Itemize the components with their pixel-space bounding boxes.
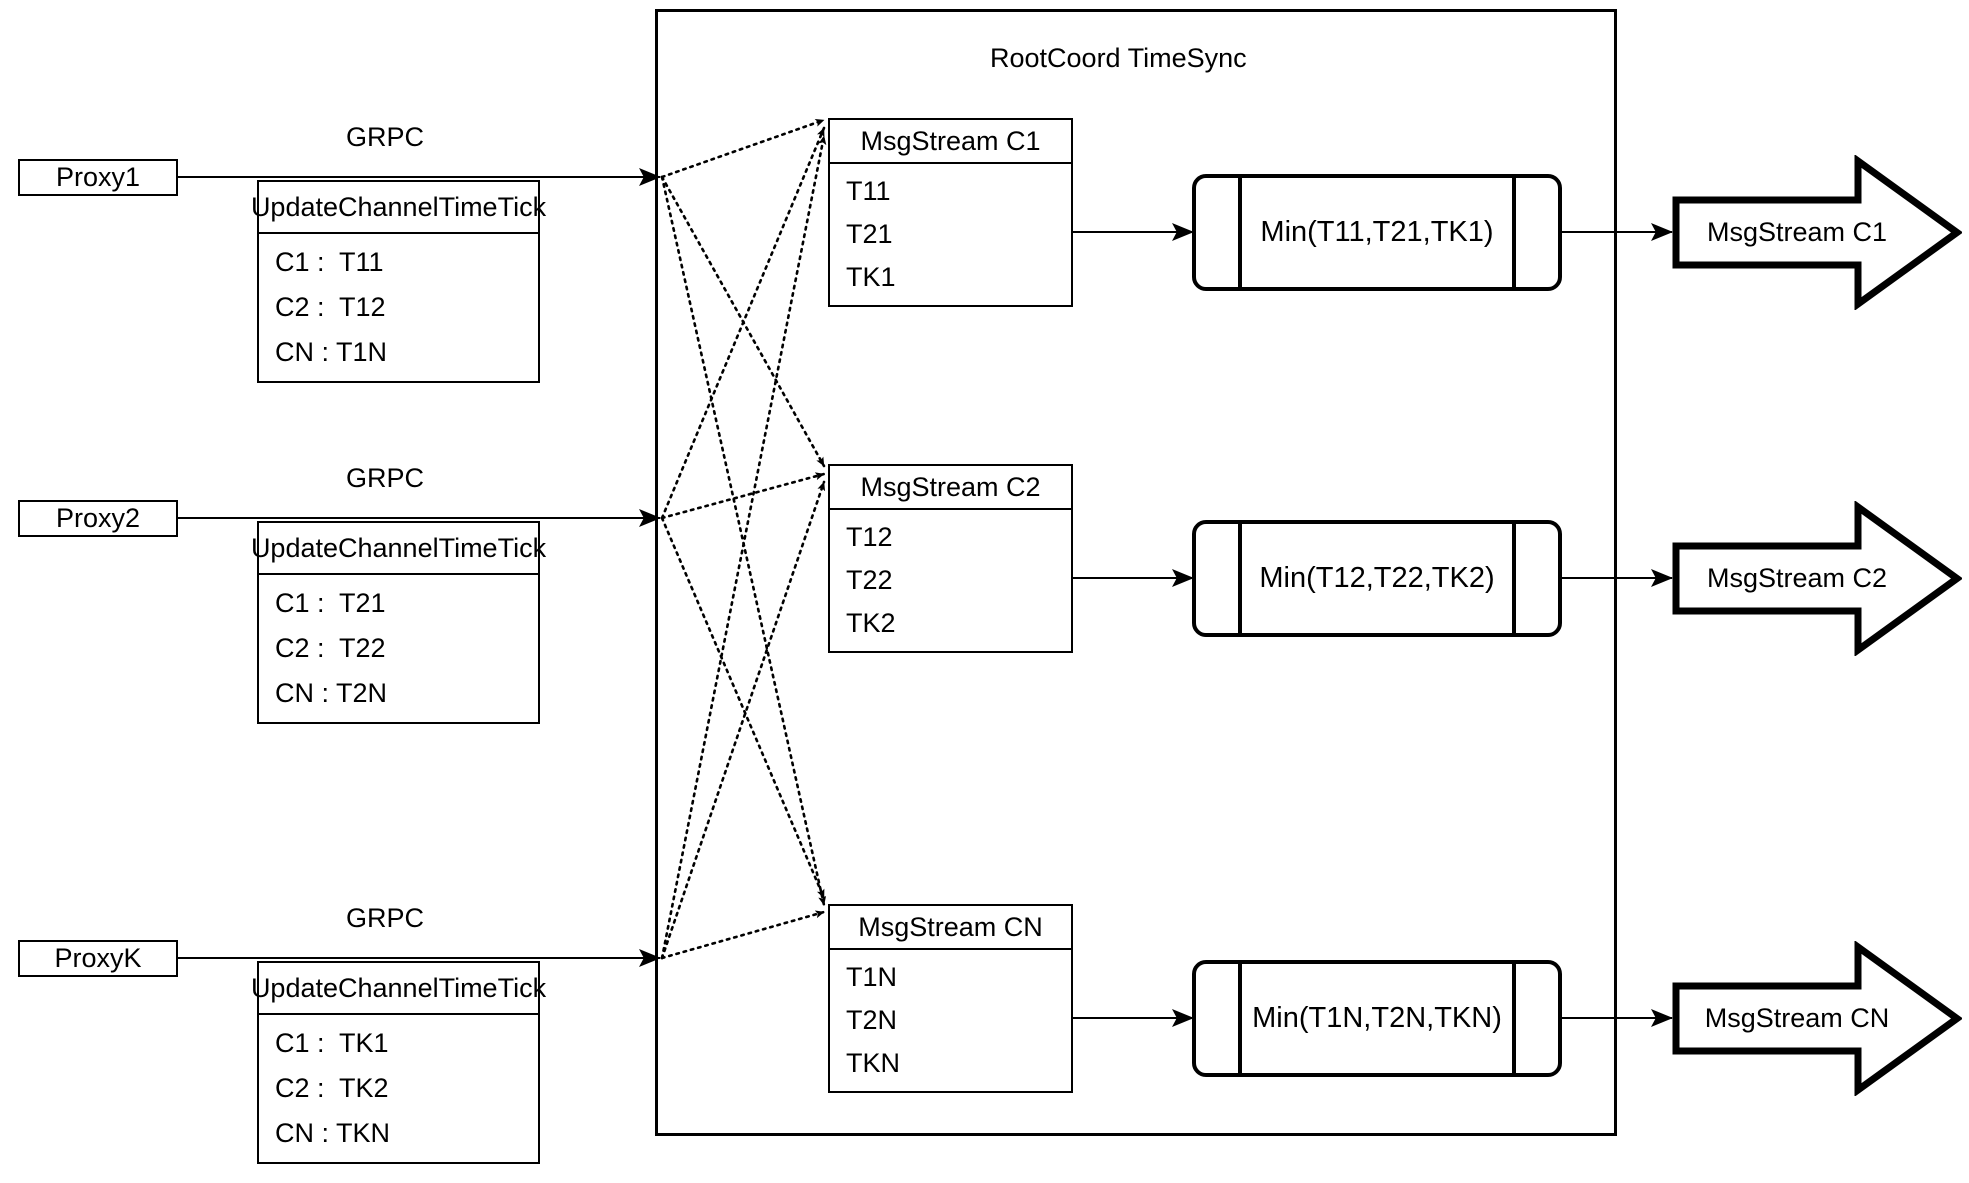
rpc-rows: C1 : TK1 C2 : TK2 CN : TKN — [259, 1015, 538, 1162]
msgstream-row: TK2 — [846, 608, 896, 638]
min-right-divider — [1512, 524, 1558, 633]
min-label: Min(T11,T21,TK1) — [1260, 216, 1494, 248]
update-channel-timetick-box-1[interactable]: UpdateChannelTimeTick C1 : T11 C2 : T12 … — [251, 180, 546, 383]
proxy-box-k[interactable]: ProxyK — [18, 940, 178, 977]
rpc-row: CN : TKN — [275, 1118, 391, 1148]
block-arrow-shape — [1672, 155, 1962, 310]
rpc-header: UpdateChannelTimeTick — [251, 523, 546, 575]
proxy-box-1[interactable]: Proxy1 — [18, 159, 178, 196]
update-channel-timetick-box-k[interactable]: UpdateChannelTimeTick C1 : TK1 C2 : TK2 … — [251, 961, 546, 1164]
msgstream-box-c2[interactable]: MsgStream C2 T12 T22 TK2 — [828, 464, 1073, 653]
msgstream-row: T2N — [846, 1005, 898, 1035]
grpc-label-1: GRPC — [346, 122, 425, 152]
proxy-label: ProxyK — [54, 943, 142, 973]
update-channel-timetick-box-2[interactable]: UpdateChannelTimeTick C1 : T21 C2 : T22 … — [251, 521, 546, 724]
proxy-label: Proxy2 — [55, 503, 141, 533]
msgstream-row: TK1 — [846, 262, 896, 292]
rootcoord-timesync-title: RootCoord TimeSync — [990, 43, 1247, 73]
block-arrow-shape — [1672, 941, 1962, 1096]
min-right-divider — [1512, 178, 1558, 287]
rpc-header: UpdateChannelTimeTick — [251, 182, 546, 234]
min-box-c2[interactable]: Min(T12,T22,TK2) — [1192, 520, 1562, 637]
proxy-box-2[interactable]: Proxy2 — [18, 500, 178, 537]
block-arrow-shape — [1672, 501, 1962, 656]
msgstream-row: T22 — [846, 565, 893, 595]
msgstream-rows: T11 T21 TK1 — [830, 164, 1071, 305]
msgstream-row: T1N — [846, 962, 898, 992]
min-label: Min(T12,T22,TK2) — [1259, 562, 1495, 594]
msgstream-title: MsgStream CN — [830, 906, 1071, 950]
min-label: Min(T1N,T2N,TKN) — [1252, 1002, 1502, 1034]
grpc-label-2: GRPC — [346, 463, 425, 493]
output-block-arrow-cn[interactable]: MsgStream CN — [1672, 941, 1962, 1096]
msgstream-row: T11 — [846, 176, 891, 206]
output-block-arrow-c2[interactable]: MsgStream C2 — [1672, 501, 1962, 656]
rpc-row: C1 : T11 — [275, 247, 384, 277]
msgstream-rows: T1N T2N TKN — [830, 950, 1071, 1091]
rpc-row: C2 : T22 — [275, 633, 386, 663]
rpc-row: CN : T2N — [275, 678, 388, 708]
msgstream-title: MsgStream C1 — [830, 120, 1071, 164]
grpc-label-k: GRPC — [346, 903, 425, 933]
proxy-label: Proxy1 — [55, 162, 141, 192]
rpc-row: C2 : TK2 — [275, 1073, 389, 1103]
output-block-arrow-c1[interactable]: MsgStream C1 — [1672, 155, 1962, 310]
rpc-row: C1 : TK1 — [275, 1028, 389, 1058]
rootcoord-timesync-container — [655, 9, 1617, 1136]
msgstream-box-c1[interactable]: MsgStream C1 T11 T21 TK1 — [828, 118, 1073, 307]
rpc-row: CN : T1N — [275, 337, 388, 367]
min-box-cn[interactable]: Min(T1N,T2N,TKN) — [1192, 960, 1562, 1077]
rpc-header: UpdateChannelTimeTick — [251, 963, 546, 1015]
msgstream-box-cn[interactable]: MsgStream CN T1N T2N TKN — [828, 904, 1073, 1093]
rpc-rows: C1 : T21 C2 : T22 CN : T2N — [259, 575, 538, 722]
rpc-rows: C1 : T11 C2 : T12 CN : T1N — [259, 234, 538, 381]
min-left-divider — [1196, 964, 1242, 1073]
rpc-row: C1 : T21 — [275, 588, 386, 618]
min-box-c1[interactable]: Min(T11,T21,TK1) — [1192, 174, 1562, 291]
min-left-divider — [1196, 178, 1242, 287]
msgstream-row: T21 — [846, 219, 893, 249]
min-left-divider — [1196, 524, 1242, 633]
min-right-divider — [1512, 964, 1558, 1073]
msgstream-row: T12 — [846, 522, 893, 552]
msgstream-title: MsgStream C2 — [830, 466, 1071, 510]
rpc-row: C2 : T12 — [275, 292, 386, 322]
msgstream-row: TKN — [846, 1048, 900, 1078]
msgstream-rows: T12 T22 TK2 — [830, 510, 1071, 651]
